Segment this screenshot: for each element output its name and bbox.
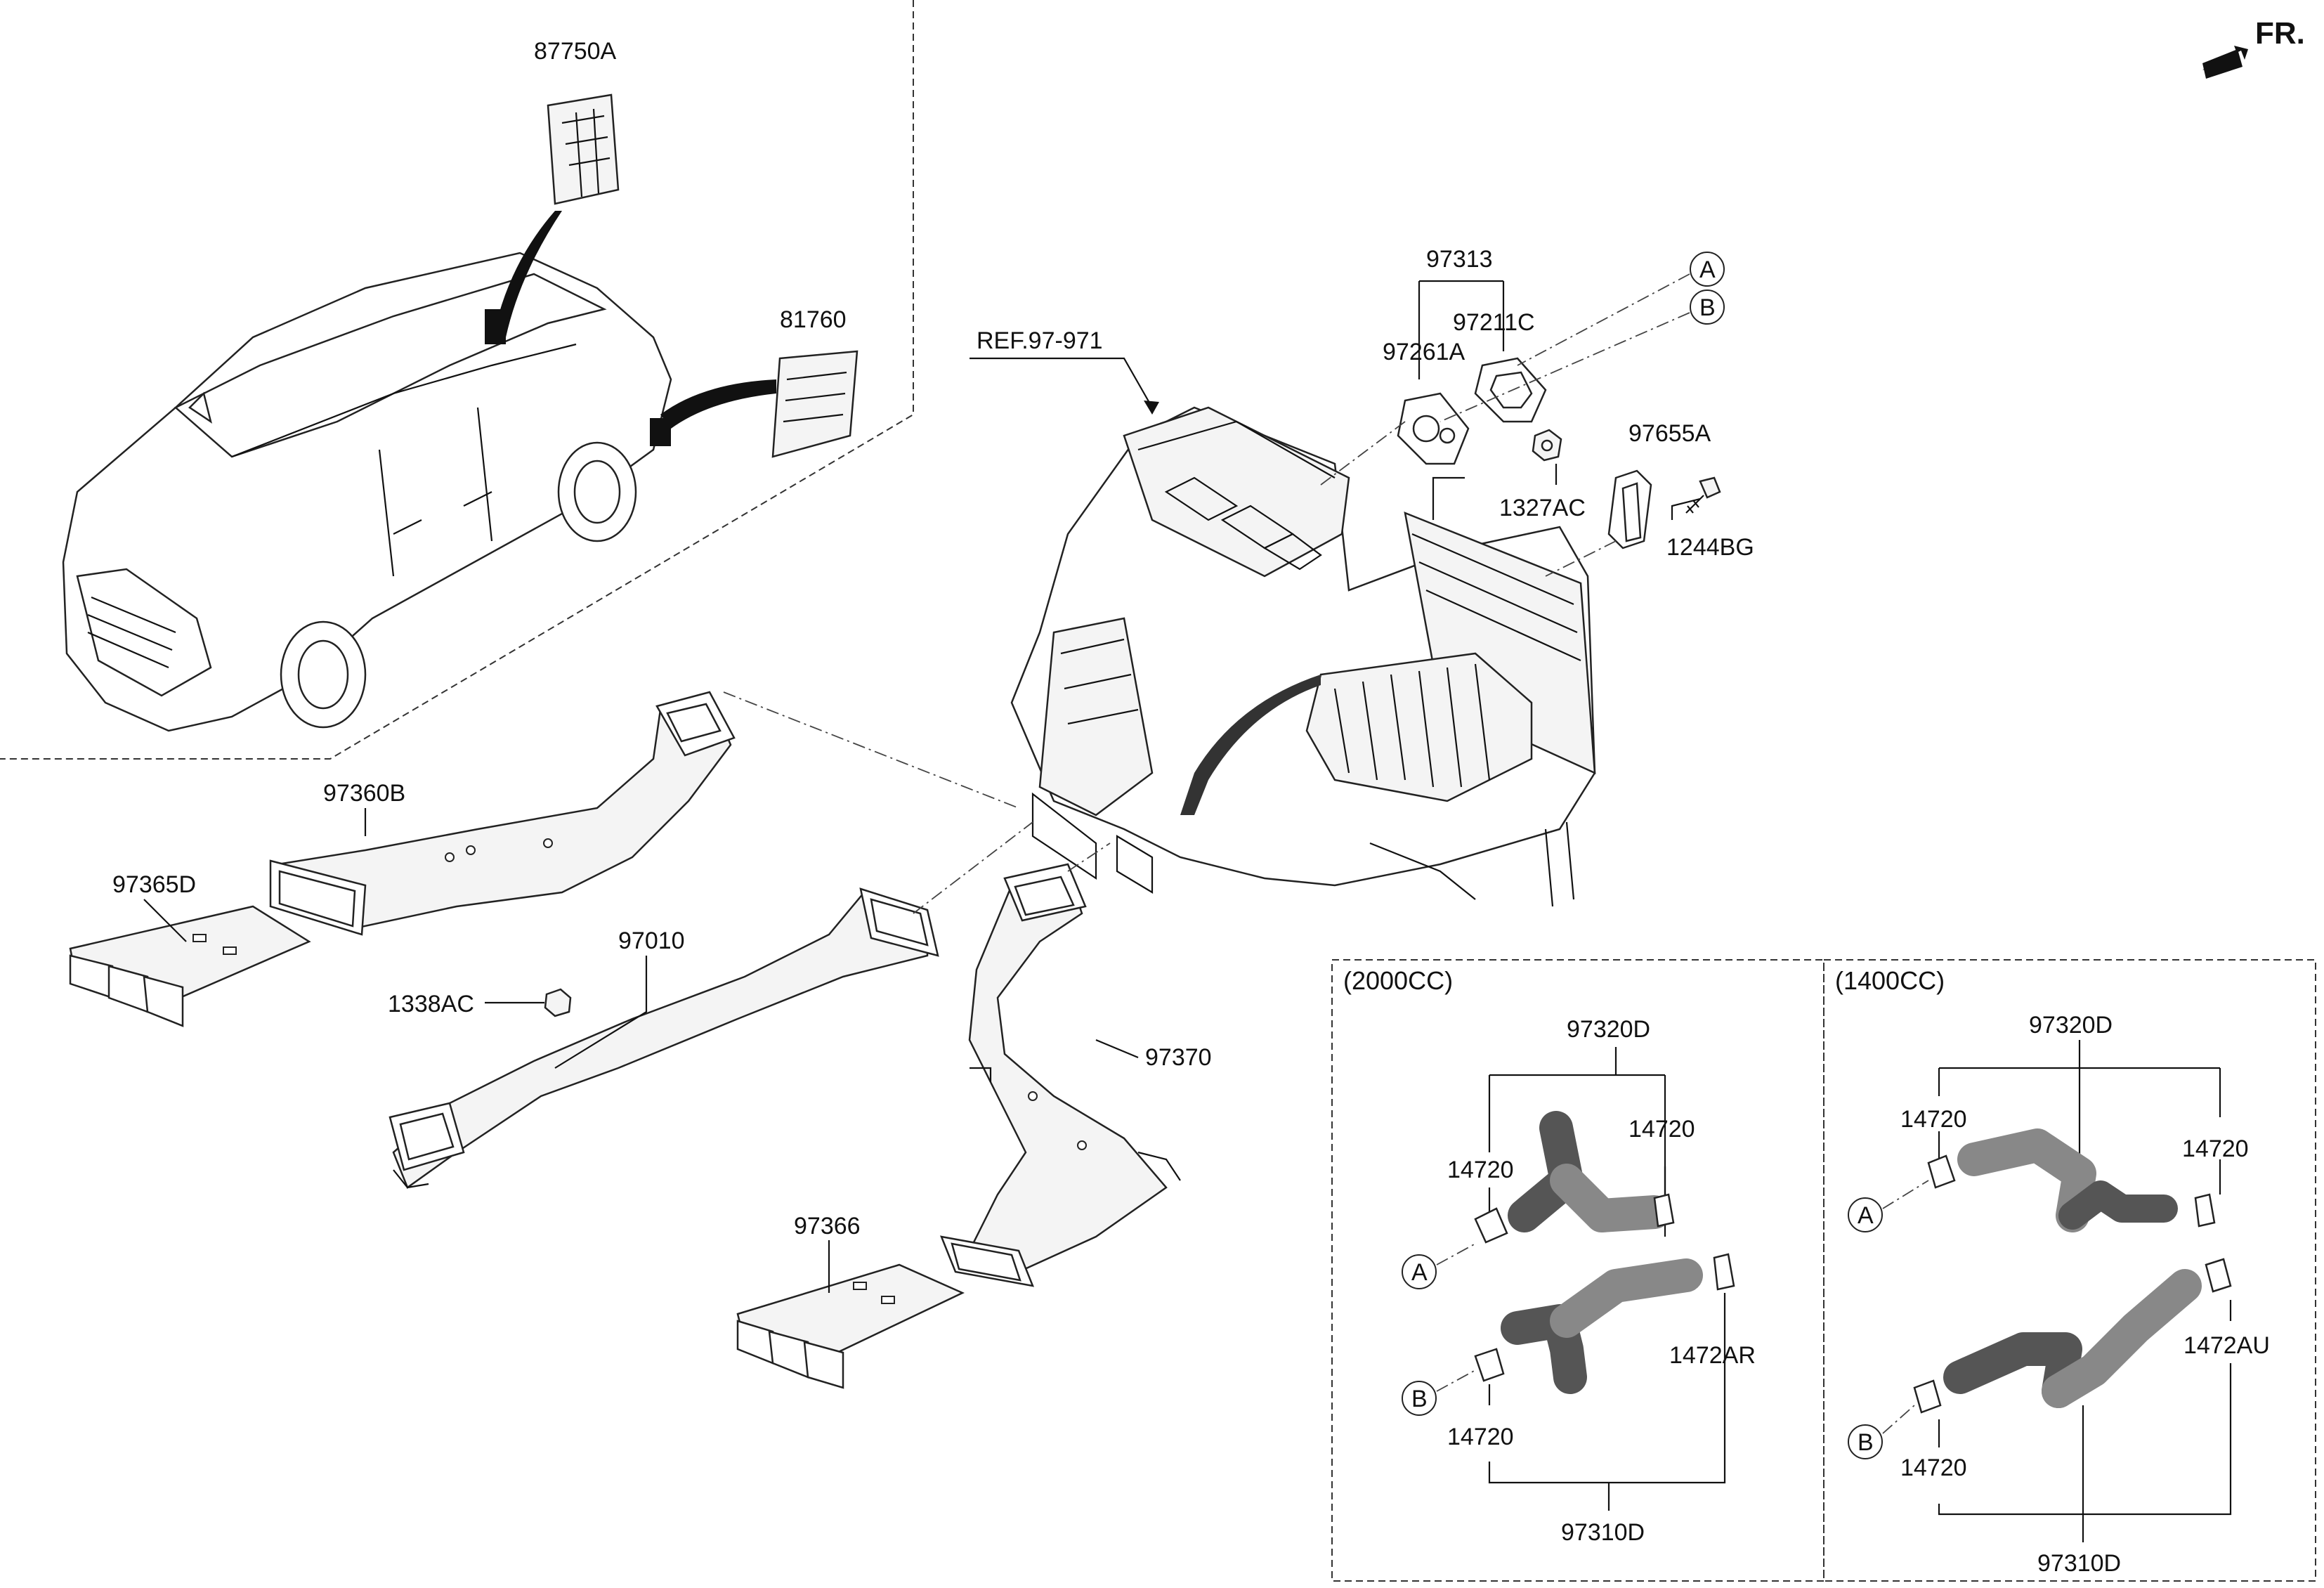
label-81760: 81760	[780, 306, 847, 333]
hvac-unit	[1010, 406, 1596, 907]
box-2000cc: (2000CC) A B 97320D 14720 14720 14720 14…	[1331, 959, 1824, 1582]
label-14720-2000-b: 14720	[1628, 1116, 1695, 1143]
label-1472AR: 1472AR	[1669, 1342, 1756, 1369]
leader-97313	[1418, 280, 1505, 379]
label-14720-2000-a: 14720	[1447, 1157, 1514, 1183]
leader-a-dash	[1517, 273, 1690, 366]
marker-b-top	[1690, 289, 1725, 325]
clamp-2000-d	[1713, 1253, 1735, 1291]
label-1327AC: 1327AC	[1499, 495, 1586, 521]
duct-97370	[940, 863, 1181, 1287]
label-14720-1400-b: 14720	[2182, 1135, 2249, 1162]
label-14720-1400-a: 14720	[1900, 1106, 1967, 1133]
clamp-2000-a	[1474, 1207, 1508, 1244]
label-1472AU: 1472AU	[2183, 1332, 2270, 1359]
duct-connect-dash-3	[1067, 842, 1111, 872]
leader-seal-dash	[1320, 421, 1406, 486]
leader-97010	[554, 956, 648, 1069]
label-97655A: 97655A	[1628, 420, 1711, 447]
clamp-1400-c	[1913, 1379, 1942, 1414]
box-2000cc-title: (2000CC)	[1343, 966, 1453, 995]
label-87750A: 87750A	[534, 38, 617, 65]
label-97313: 97313	[1426, 246, 1493, 273]
grommet-97655A	[1607, 469, 1652, 549]
vehicle-illustration	[62, 252, 672, 732]
label-97360B: 97360B	[323, 780, 405, 807]
bracket-97310D-2000	[1488, 1307, 1726, 1484]
fr-label: FR.	[2255, 16, 2305, 51]
label-97320D-1400: 97320D	[2029, 1012, 2113, 1039]
hose-97310D-1400	[2042, 1269, 2202, 1408]
label-97010: 97010	[618, 928, 685, 954]
vehicle-inset: 87750A 81760	[0, 0, 914, 760]
label-97310D-2000: 97310D	[1561, 1519, 1645, 1546]
label-97366: 97366	[794, 1213, 861, 1239]
label-14720-1400-c: 14720	[1900, 1454, 1967, 1481]
ref-leader	[970, 357, 1153, 408]
hose-97310D-2000	[1550, 1258, 1703, 1338]
screw-1244BG	[1685, 476, 1721, 514]
label-ref-97-971: REF.97-971	[977, 327, 1103, 354]
bracket-97310D-1400	[1938, 1363, 2232, 1516]
marker-b-1400	[1848, 1424, 1883, 1459]
leader-97370	[1095, 1039, 1139, 1059]
label-1338AC: 1338AC	[388, 991, 474, 1017]
label-1244BG: 1244BG	[1666, 534, 1754, 561]
label-97370: 97370	[1145, 1044, 1212, 1071]
marker-b-2000	[1402, 1381, 1437, 1416]
seal-97211C	[1474, 357, 1547, 423]
inset-border	[0, 0, 914, 760]
vent-87750A	[485, 93, 620, 344]
label-97365D: 97365D	[112, 871, 196, 898]
leader-1244BG	[1671, 497, 1701, 520]
duct-97010	[389, 887, 939, 1189]
vent-81760	[650, 350, 859, 458]
marker-a-1400-label: A	[1858, 1202, 1874, 1229]
hose-97320D-2000	[1550, 1164, 1671, 1232]
box-1400cc: (1400CC) A B 97320D 14720 14720 14720 14…	[1823, 959, 2316, 1582]
marker-a-2000	[1402, 1254, 1437, 1289]
duct-97360B	[269, 691, 736, 936]
marker-a-top-label: A	[1699, 256, 1716, 283]
clamp-1400-b	[2194, 1193, 2216, 1228]
clamp-2000-b	[1653, 1193, 1675, 1228]
label-97261A: 97261A	[1383, 339, 1465, 365]
label-97211C: 97211C	[1453, 309, 1535, 336]
nut-1338AC	[544, 988, 572, 1017]
label-97320D-2000: 97320D	[1567, 1016, 1650, 1043]
hose-97320D-1400	[1957, 1128, 2096, 1232]
marker-b-top-label: B	[1699, 294, 1716, 321]
bracket-97261A	[1432, 476, 1465, 520]
label-97310D-1400: 97310D	[2037, 1550, 2121, 1577]
marker-a-2000-label: A	[1411, 1259, 1428, 1286]
nut-1327AC	[1532, 429, 1562, 462]
leader-97365D	[143, 899, 187, 942]
leader-b-dash	[1440, 312, 1690, 422]
duct-97366	[736, 1263, 965, 1389]
marker-a-1400	[1848, 1197, 1883, 1232]
duct-connect-dash-2	[913, 821, 1033, 914]
marker-b-2000-label: B	[1411, 1386, 1428, 1412]
box-1400cc-border	[1823, 959, 2316, 1582]
duct-97365D	[69, 905, 311, 1027]
duct-connect-dash-1	[723, 691, 1019, 809]
box-1400cc-title: (1400CC)	[1835, 966, 1945, 995]
clamp-1400-d	[2205, 1258, 2232, 1293]
marker-b-1400-label: B	[1858, 1429, 1874, 1456]
front-direction-indicator: FR.	[2202, 16, 2305, 79]
label-14720-2000-c: 14720	[1447, 1424, 1514, 1450]
clamp-2000-c	[1474, 1348, 1505, 1382]
clamp-1400-a	[1927, 1154, 1956, 1189]
seal-97261A	[1397, 392, 1470, 465]
marker-a-top	[1690, 252, 1725, 287]
